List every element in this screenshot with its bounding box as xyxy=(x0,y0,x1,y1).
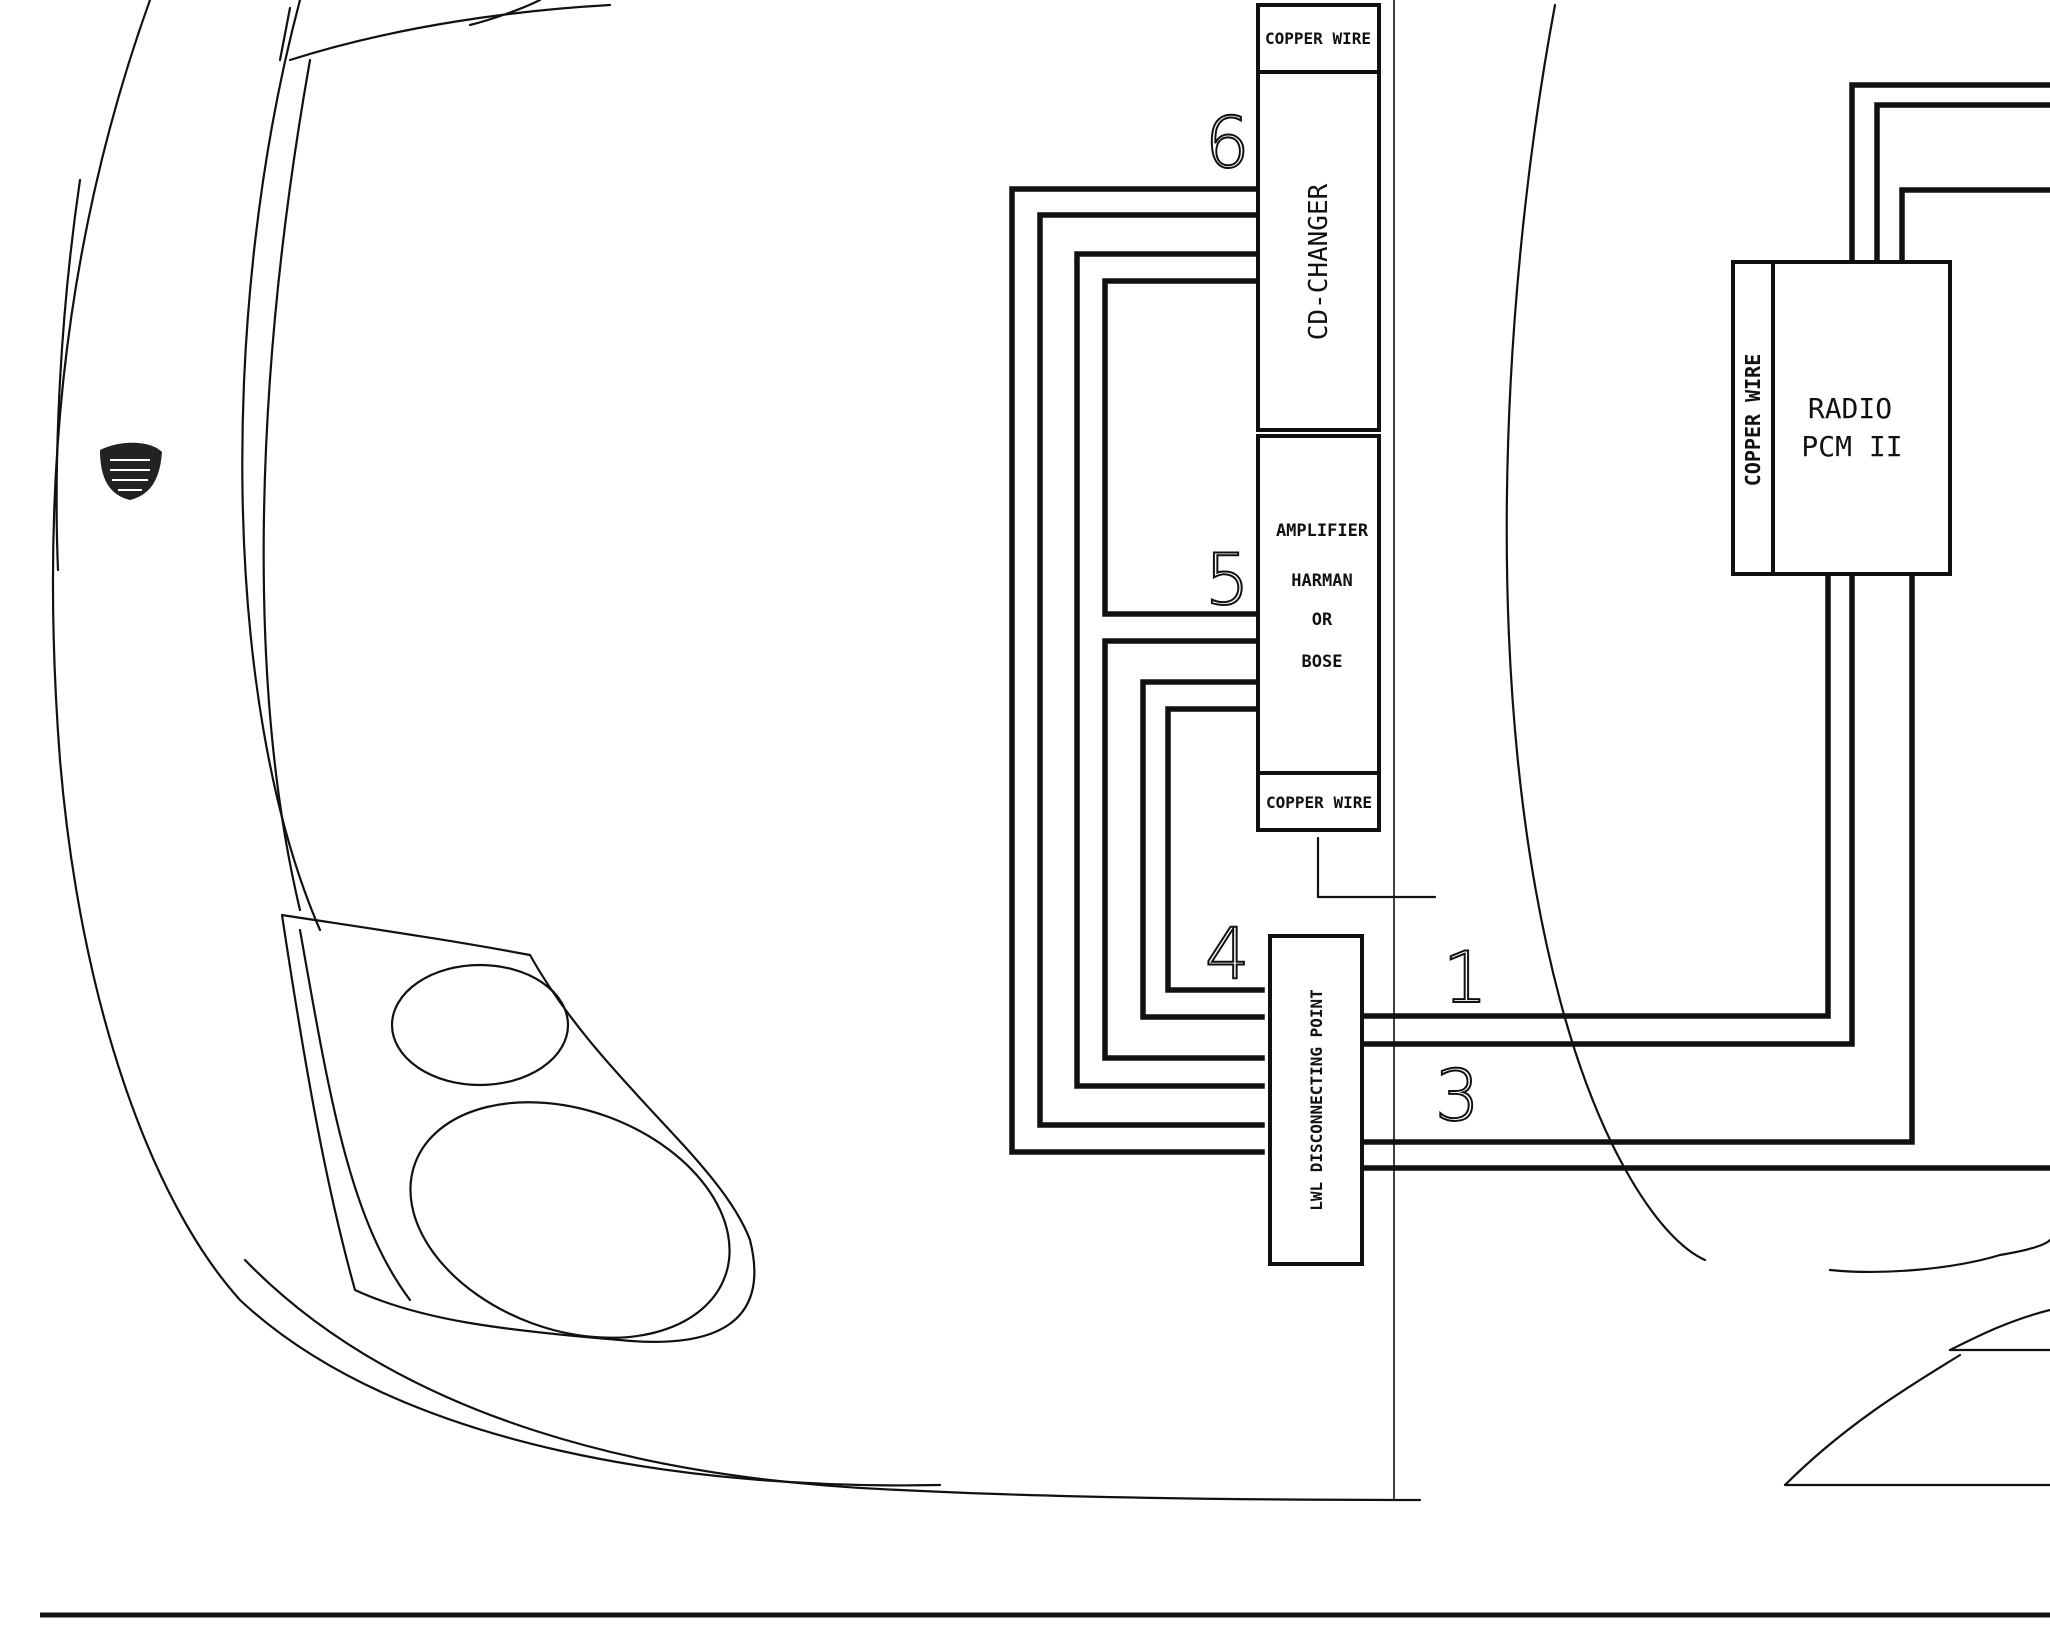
car-body-outline xyxy=(40,0,2050,1618)
radio-label: RADIO xyxy=(1808,392,1892,425)
number-6: 6 xyxy=(1205,102,1250,184)
or-label: OR xyxy=(1312,610,1333,630)
bose-label: BOSE xyxy=(1302,652,1343,672)
cd-changer-box: COPPER WIRE CD-CHANGER xyxy=(1256,3,1381,432)
crest-logo-icon xyxy=(100,442,162,500)
number-4: 4 xyxy=(1205,913,1250,995)
copper-wire-top-label: COPPER WIRE xyxy=(1265,29,1371,48)
number-5: 5 xyxy=(1205,539,1250,621)
copper-wire-bottom-label: COPPER WIRE xyxy=(1266,793,1372,812)
harman-label: HARMAN xyxy=(1291,571,1352,591)
lwl-disconnecting-point-box: LWL DISCONNECTING POINT xyxy=(1268,934,1364,1266)
number-3: 3 xyxy=(1435,1055,1480,1137)
radio-box: COPPER WIRE RADIO PCM II xyxy=(1731,260,1952,576)
amplifier-label: AMPLIFIER xyxy=(1276,521,1369,541)
pcm-label: PCM II xyxy=(1801,430,1902,463)
cd-changer-label: CD-CHANGER xyxy=(1304,183,1334,340)
copper-wire-lead xyxy=(1316,836,1437,899)
copper-wire-radio-label: COPPER WIRE xyxy=(1741,354,1765,486)
wires-right xyxy=(1362,82,2050,1171)
amplifier-box: AMPLIFIER HARMAN OR BOSE COPPER WIRE xyxy=(1256,434,1381,832)
lwl-disconnecting-point-label: LWL DISCONNECTING POINT xyxy=(1307,989,1326,1211)
wires-left xyxy=(1009,186,1278,1155)
number-1: 1 xyxy=(1443,937,1488,1019)
